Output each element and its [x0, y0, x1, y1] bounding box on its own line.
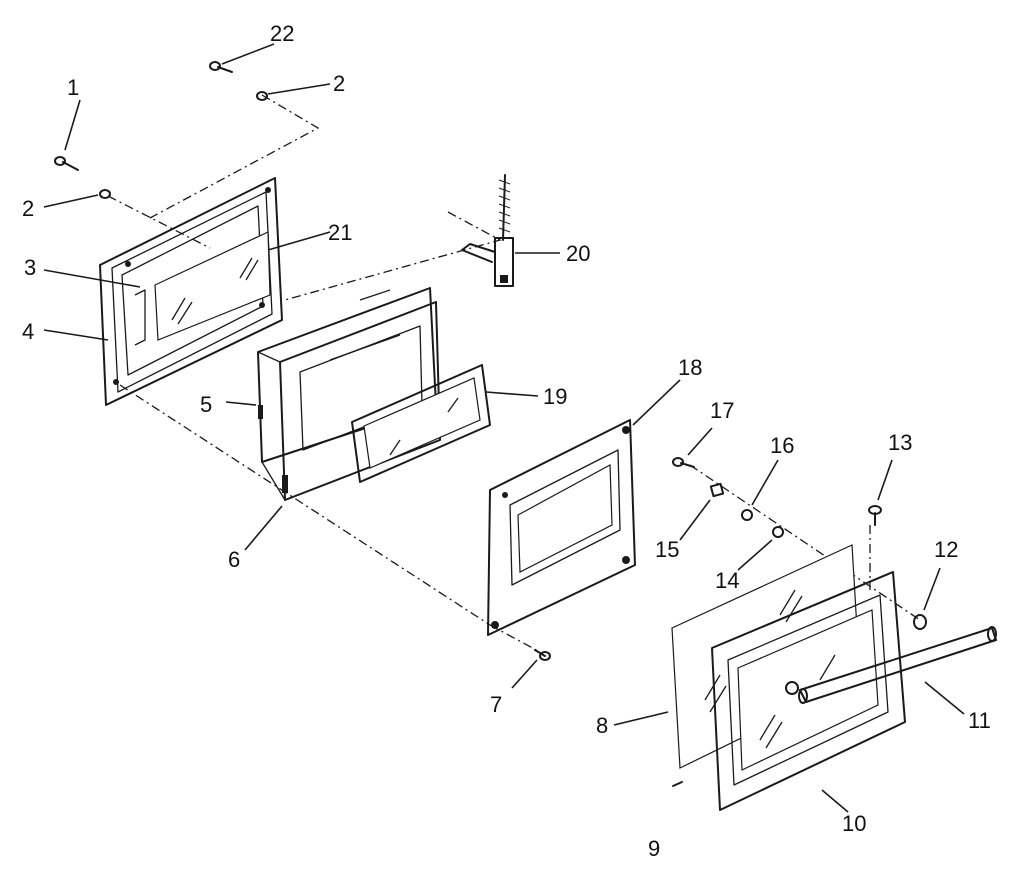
door-liner-part-5-6: [257, 287, 441, 501]
part-label-22: 22: [270, 21, 294, 46]
part-label-17: 17: [710, 398, 734, 423]
part-label-14: 14: [715, 568, 739, 593]
door-latch-part-20: [461, 174, 514, 287]
part-label-3: 3: [24, 255, 36, 280]
part-label-4: 4: [22, 319, 34, 344]
part-label-18: 18: [678, 355, 702, 380]
part-label-15: 15: [655, 537, 679, 562]
leader-lines: [43, 43, 965, 813]
part-label-2-top: 2: [333, 71, 345, 96]
part-label-1: 1: [67, 75, 79, 100]
part-label-11: 11: [968, 708, 991, 733]
part-label-8: 8: [596, 713, 608, 738]
hardware: [54, 61, 927, 787]
part-labels: 1 2 2 3 4 5 6 7 8 9 10 11 12 13 14 15 16…: [22, 21, 991, 861]
window-frame-part-19: [351, 364, 491, 483]
part-label-7: 7: [490, 692, 502, 717]
door-plate-part-18: [487, 419, 636, 636]
part-label-16: 16: [770, 433, 794, 458]
door-handle-part-11: [798, 626, 997, 704]
part-label-19: 19: [543, 384, 567, 409]
part-label-12: 12: [934, 537, 958, 562]
part-label-21: 21: [328, 220, 352, 245]
part-label-6: 6: [228, 547, 240, 572]
part-label-10: 10: [842, 811, 866, 836]
part-label-2-left: 2: [22, 196, 34, 221]
part-label-20: 20: [566, 241, 590, 266]
part-label-5: 5: [200, 392, 212, 417]
assembly-lines: [107, 94, 921, 653]
inner-door-panel-part-4: [99, 177, 283, 406]
outer-door-frame-part-10: [711, 571, 906, 811]
part-label-9: 9: [648, 836, 660, 861]
part-label-13: 13: [888, 430, 912, 455]
